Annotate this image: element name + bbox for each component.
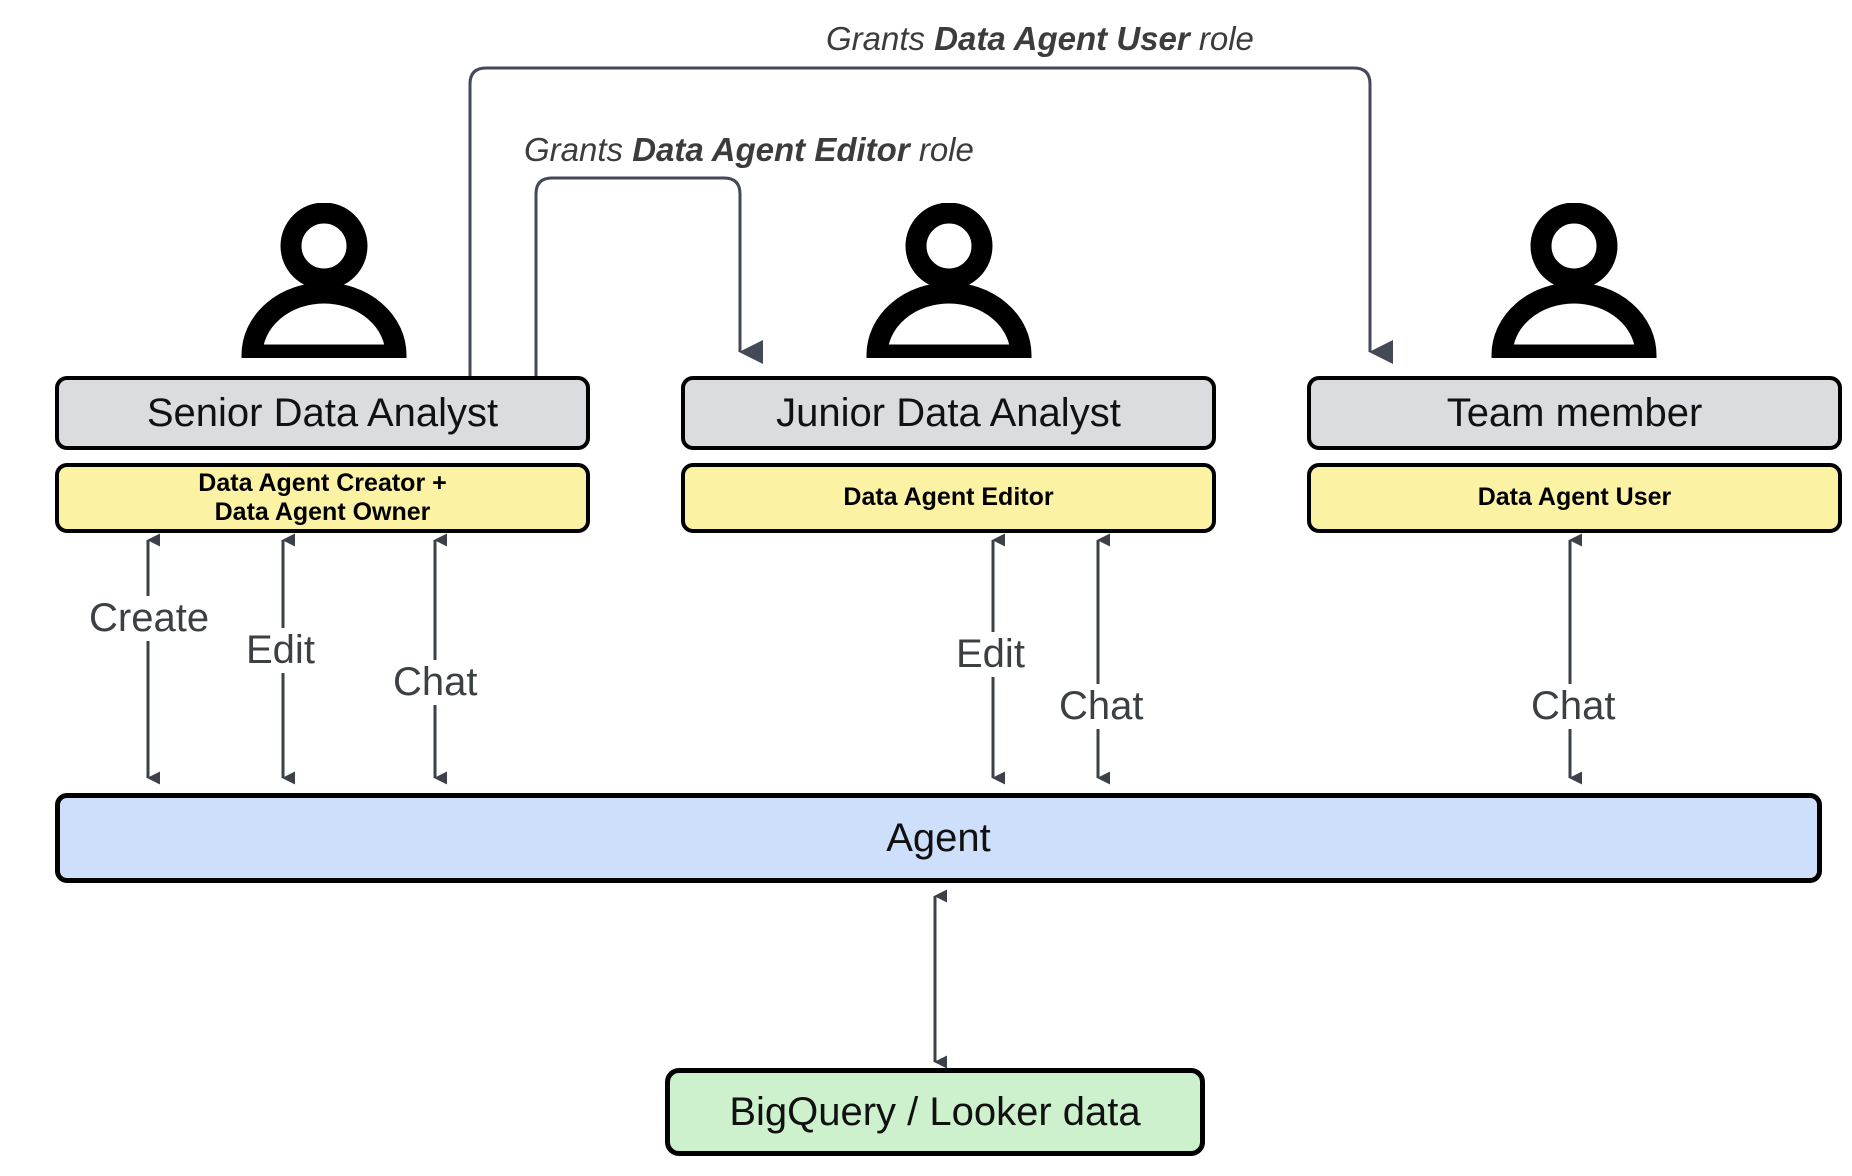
data-source-label: BigQuery / Looker data	[729, 1089, 1141, 1134]
grants-editor-role: Data Agent Editor	[632, 131, 910, 168]
persona-roles-junior-data-analyst[interactable]: Data Agent Editor	[681, 463, 1216, 533]
persona-roles-team-member[interactable]: Data Agent User	[1307, 463, 1842, 533]
persona-roles-senior-data-analyst[interactable]: Data Agent Creator + Data Agent Owner	[55, 463, 590, 533]
flow-label-chat-team: Chat	[1527, 684, 1620, 729]
persona-title-team-member[interactable]: Team member	[1307, 376, 1842, 450]
grants-editor-prefix: Grants	[524, 131, 633, 168]
persona-title-junior-data-analyst[interactable]: Junior Data Analyst	[681, 376, 1216, 450]
connector-grants-data-agent-user	[468, 66, 1393, 378]
grants-user-role: Data Agent User	[934, 20, 1190, 57]
connector-label-grants-data-agent-editor: Grants Data Agent Editor role	[524, 131, 974, 169]
persona-title-senior-data-analyst[interactable]: Senior Data Analyst	[55, 376, 590, 450]
persona-role-line-1: Data Agent Editor	[843, 483, 1054, 512]
connector-grants-data-agent-editor	[534, 176, 763, 378]
persona-role-line-1: Data Agent User	[1477, 483, 1672, 512]
flow-label-chat-senior: Chat	[389, 660, 482, 705]
persona-title-label: Senior Data Analyst	[146, 390, 499, 435]
agent-node[interactable]: Agent	[55, 793, 1822, 883]
connector-label-grants-data-agent-user: Grants Data Agent User role	[826, 20, 1254, 58]
persona-role-line-1: Data Agent Creator +	[198, 468, 447, 497]
persona-title-label: Team member	[1446, 390, 1703, 435]
flow-label-chat-junior: Chat	[1055, 684, 1148, 729]
flow-label-create: Create	[85, 596, 214, 641]
grants-editor-suffix: role	[909, 131, 974, 168]
flow-label-edit-senior: Edit	[242, 628, 319, 673]
person-icon-junior-data-analyst	[866, 203, 1032, 358]
grants-user-suffix: role	[1189, 20, 1254, 57]
flow-label-edit-junior: Edit	[952, 632, 1029, 677]
person-icon-senior-data-analyst	[241, 203, 407, 358]
agent-label: Agent	[886, 815, 991, 860]
persona-title-label: Junior Data Analyst	[776, 390, 1121, 435]
persona-role-line-2: Data Agent Owner	[214, 498, 431, 526]
grants-user-prefix: Grants	[826, 20, 935, 57]
data-source-node[interactable]: BigQuery / Looker data	[665, 1068, 1205, 1156]
person-icon-team-member	[1491, 203, 1657, 358]
